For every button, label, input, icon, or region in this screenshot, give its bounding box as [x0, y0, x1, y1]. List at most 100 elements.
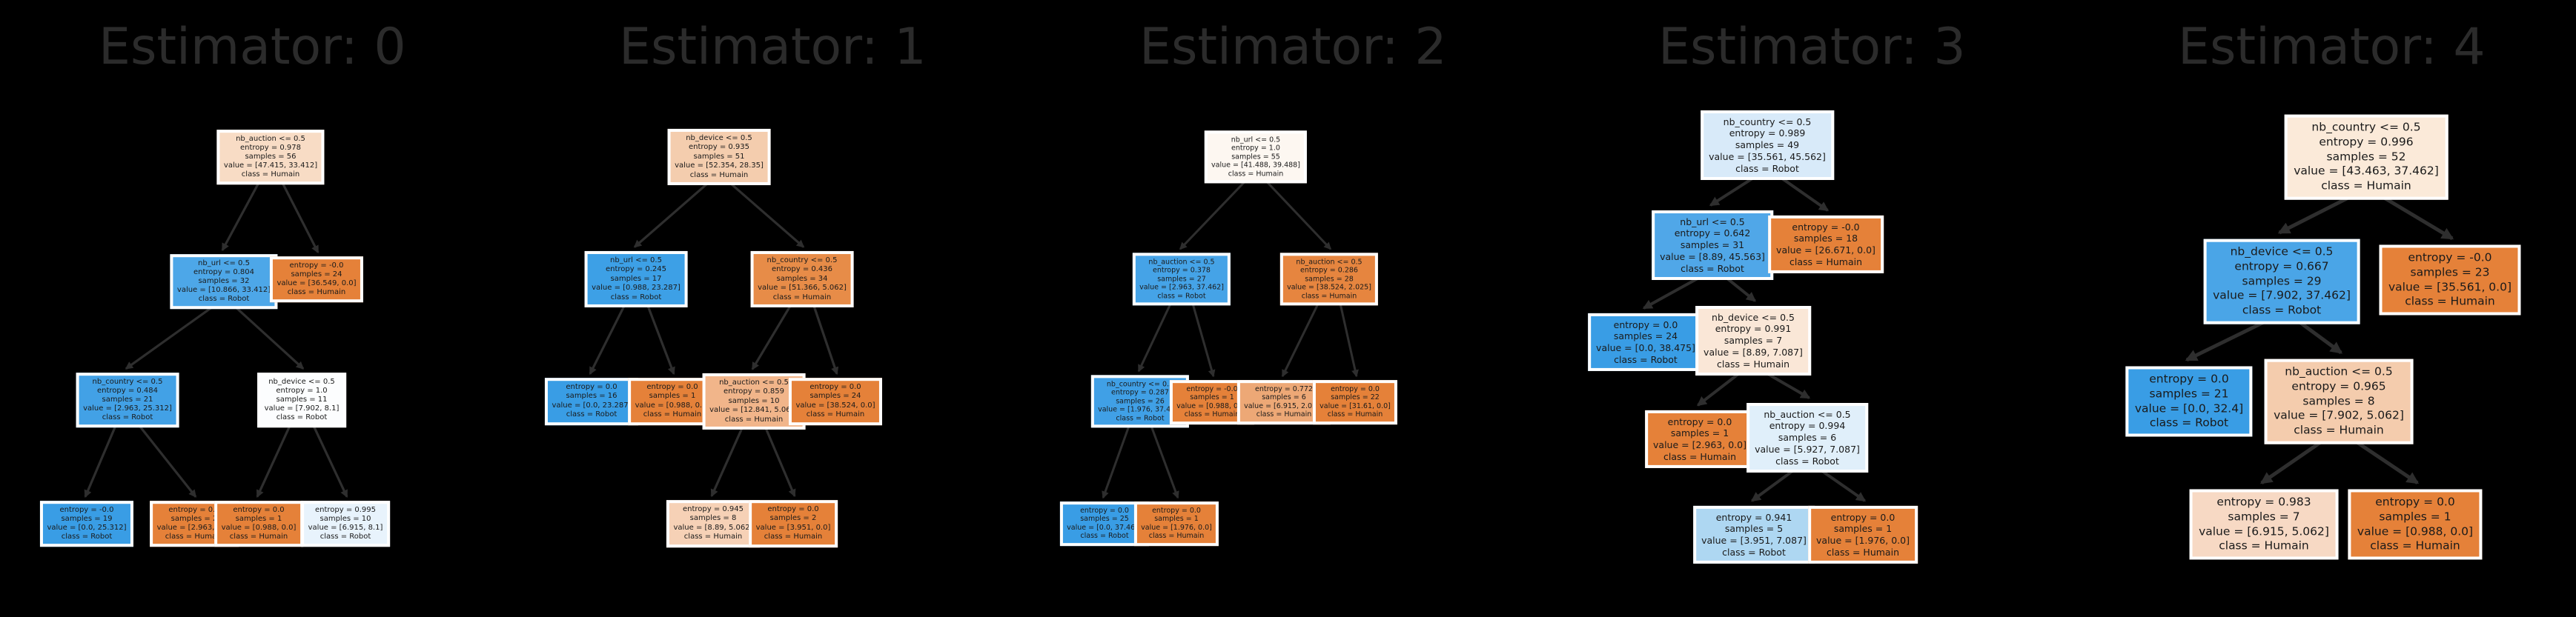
tree-edge [234, 306, 305, 370]
tree-edge [256, 425, 291, 498]
node-class: class = Humain [2370, 538, 2460, 553]
node-class: class = Humain [772, 293, 832, 301]
node-entropy: entropy = 1.0 [1231, 144, 1280, 153]
node-samples: samples = 21 [2149, 387, 2229, 401]
node-split-condition: nb_device <= 0.5 [686, 133, 752, 142]
node-entropy: entropy = 0.0 [1667, 416, 1732, 427]
node-class: class = Robot [276, 413, 328, 421]
node-samples: samples = 32 [198, 277, 250, 285]
node-samples: samples = 1 [1154, 515, 1199, 524]
node-value: value = [6.915, 2.025] [1244, 402, 1324, 410]
node-samples: samples = 1 [235, 515, 282, 523]
tree-edge [84, 425, 117, 498]
tree-edge [1696, 373, 1740, 407]
tree-edge [589, 305, 626, 376]
node-entropy: entropy = 0.941 [1715, 511, 1792, 523]
node-value: value = [31.61, 0.0] [1320, 402, 1391, 410]
node-samples: samples = 11 [276, 396, 328, 404]
node-value: value = [0.988, 0.0] [2357, 524, 2474, 538]
node-split-condition: nb_auction <= 0.5 [1764, 408, 1851, 420]
tree-edge [281, 182, 319, 254]
tree-edge [1179, 181, 1245, 250]
node-entropy: entropy = 0.994 [1769, 420, 1846, 432]
tree-edge [221, 182, 260, 252]
node-entropy: entropy = 0.945 [682, 505, 744, 513]
node-class: class = Humain [764, 533, 823, 541]
node-samples: samples = 31 [1680, 239, 1745, 251]
estimator-title: Estimator: 1 [619, 18, 927, 76]
node-samples: samples = 51 [693, 152, 745, 161]
tree-edge [1821, 470, 1867, 502]
tree-edge [1709, 177, 1754, 207]
tree-edge [710, 427, 744, 498]
node-class: class = Robot [566, 410, 617, 419]
node-value: value = [26.671, 0.0] [1776, 244, 1875, 256]
node-split-condition: nb_device <= 0.5 [1712, 311, 1795, 323]
node-value: value = [52.354, 28.35] [675, 161, 764, 170]
node-value: value = [35.561, 45.562] [1709, 150, 1826, 162]
node-class: class = Robot [1157, 292, 1206, 301]
node-split-condition: nb_auction <= 0.5 [2285, 365, 2393, 379]
node-entropy: entropy = 0.484 [96, 387, 159, 395]
node-samples: samples = 7 [2228, 510, 2300, 524]
node-split-condition: nb_country <= 0.5 [766, 256, 838, 264]
node-value: value = [6.915, 8.1] [308, 524, 383, 532]
node-class: class = Robot [1681, 262, 1744, 274]
tree-edge [2299, 321, 2343, 355]
tree-edges-layer [1102, 181, 1359, 499]
tree-edge [646, 305, 675, 376]
node-class: class = Humain [1716, 358, 1790, 370]
node-value: value = [2.963, 37.462] [1139, 283, 1224, 292]
node-split-condition: nb_auction <= 0.5 [1296, 258, 1363, 267]
tree-edge [2277, 196, 2349, 235]
node-split-condition: nb_auction <= 0.5 [1148, 258, 1215, 267]
node-samples: samples = 18 [1793, 233, 1858, 244]
node-value: value = [7.902, 37.462] [2213, 288, 2351, 302]
tree-edge [138, 424, 197, 498]
node-samples: samples = 24 [291, 270, 342, 279]
node-value: value = [0.988, 0.0] [1176, 402, 1248, 410]
node-class: class = Humain [2294, 423, 2384, 437]
node-value: value = [1.976, 0.0] [1816, 535, 1910, 546]
node-class: class = Humain [1148, 532, 1205, 541]
node-value: value = [12.841, 5.062] [709, 406, 798, 415]
node-samples: samples = 2 [769, 514, 817, 523]
node-entropy: entropy = 0.0 [168, 506, 220, 514]
node-entropy: entropy = 0.983 [2216, 495, 2311, 509]
tree-edge [1750, 470, 1794, 502]
node-value: value = [38.524, 0.0] [795, 401, 875, 410]
tree-edge [729, 182, 805, 248]
tree-edge [751, 305, 792, 370]
node-value: value = [6.915, 5.062] [2199, 524, 2329, 538]
estimator-title: Estimator: 4 [2178, 18, 2486, 76]
node-class: class = Humain [1789, 256, 1863, 267]
tree-edge [1150, 426, 1179, 499]
tree-edges-layer [2185, 196, 2454, 484]
node-value: value = [0.0, 37.462] [1067, 524, 1142, 532]
node-class: class = Robot [2242, 303, 2322, 317]
node-class: class = Robot [1614, 353, 1678, 365]
node-value: value = [2.963, 0.0] [1653, 439, 1746, 450]
node-samples: samples = 34 [776, 274, 828, 283]
tree-edge [633, 182, 709, 248]
node-class: class = Humain [287, 288, 346, 296]
node-value: value = [5.927, 7.087] [1755, 443, 1860, 455]
node-samples: samples = 8 [689, 514, 737, 523]
node-class: class = Humain [241, 170, 300, 179]
node-class: class = Humain [1256, 410, 1312, 419]
